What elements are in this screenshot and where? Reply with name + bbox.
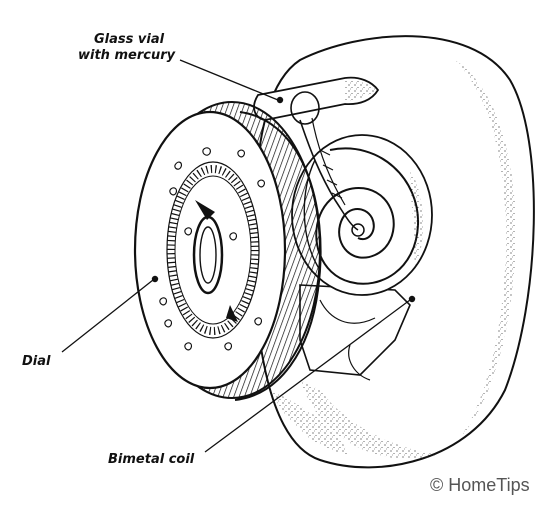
bimetal-coil	[291, 134, 433, 296]
dial-markings	[159, 147, 266, 351]
leader-glass-vial	[179, 59, 279, 101]
leader-dial	[61, 279, 154, 353]
label-bimetal-coil: Bimetal coil	[108, 452, 195, 467]
leader-bimetal-coil	[204, 299, 411, 453]
leader-dot-coil	[408, 295, 416, 303]
dial-face	[133, 110, 287, 390]
label-glass-vial-line2: with mercury	[78, 48, 176, 63]
label-glass-vial: Glass vial with mercury	[78, 32, 175, 64]
leader-dot-vial	[276, 96, 284, 104]
glass-vial	[253, 76, 380, 231]
leader-lines	[61, 59, 411, 453]
leader-dot-dial	[151, 275, 159, 283]
credit-text: © HomeTips	[430, 475, 530, 495]
label-dial: Dial	[22, 354, 51, 369]
label-glass-vial-line1: Glass vial	[94, 32, 165, 47]
